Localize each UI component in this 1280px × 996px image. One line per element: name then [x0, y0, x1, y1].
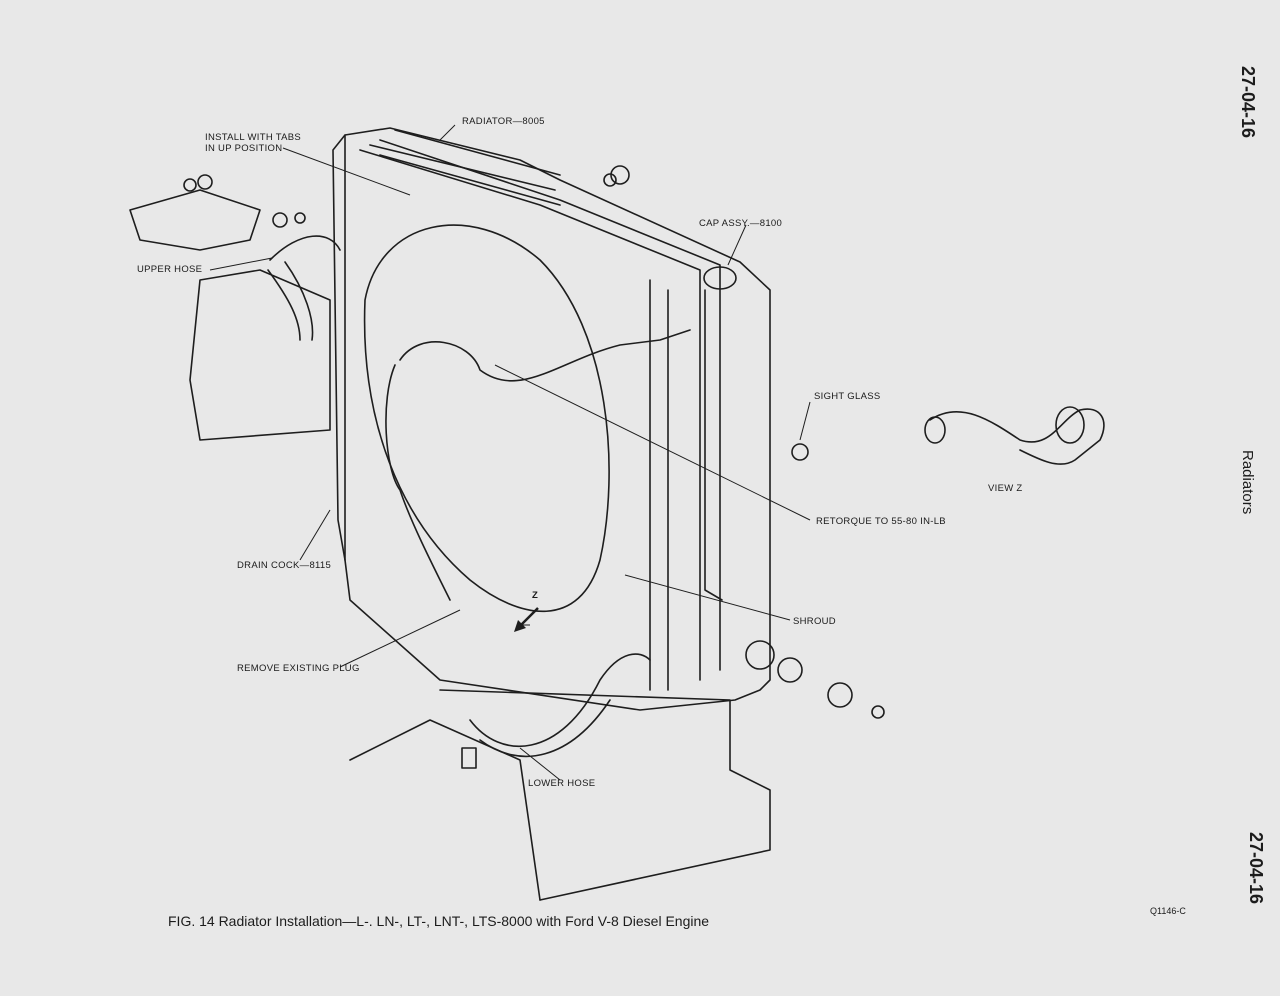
radiator-core [332, 127, 771, 711]
view-z-hose [929, 408, 1105, 465]
label-retorque: RETORQUE TO 55-80 IN-LB [816, 516, 946, 527]
page-number-top: 27-04-16 [1238, 66, 1258, 139]
label-lower-hose: LOWER HOSE [528, 778, 596, 789]
label-cap-assy: CAP ASSY.—8100 [699, 218, 783, 229]
shroud-ring [363, 224, 610, 613]
radiator-cap [703, 266, 737, 290]
upper-hose [267, 235, 341, 341]
label-install-tabs-line1: INSTALL WITH TABS [205, 132, 302, 143]
leader-lines [209, 124, 811, 781]
page-number-bottom: 27-04-16 [1246, 832, 1266, 905]
lower-hose [469, 653, 651, 748]
label-z-marker: Z [532, 590, 539, 601]
label-shroud: SHROUD [793, 616, 836, 627]
label-view-z: VIEW Z [988, 483, 1023, 494]
label-install-tabs-line2: IN UP POSITION [205, 143, 283, 154]
label-sight-glass: SIGHT GLASS [814, 391, 881, 402]
figure-code: Q1146-C [1150, 906, 1186, 916]
section-title: Radiators [1239, 450, 1256, 515]
figure-caption: FIG. 14 Radiator Installation—L-. LN-, L… [168, 913, 710, 929]
label-radiator: RADIATOR—8005 [462, 116, 545, 127]
label-upper-hose: UPPER HOSE [137, 264, 203, 275]
label-drain-cock: DRAIN COCK—8115 [237, 560, 332, 571]
label-remove-plug: REMOVE EXISTING PLUG [237, 663, 360, 674]
